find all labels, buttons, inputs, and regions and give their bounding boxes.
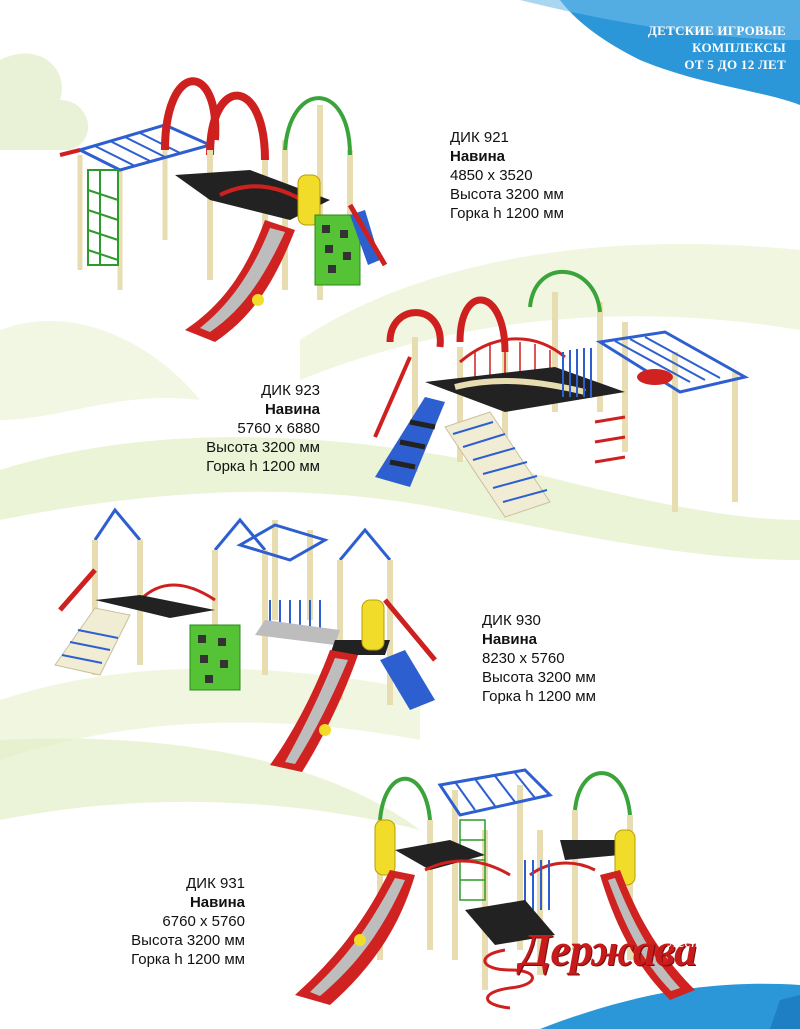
product-height: Высота 3200 мм	[206, 439, 320, 456]
product-height: Высота 3200 мм	[131, 932, 245, 949]
product-code: ДИК 921	[450, 129, 509, 146]
product-label-dik-923: ДИК 923 Навина 5760 х 6880 Высота 3200 м…	[195, 381, 320, 476]
playground-image-dik-931	[295, 768, 695, 1010]
product-name: Навина	[189, 894, 245, 911]
product-code: ДИК 930	[482, 612, 541, 629]
playground-image-dik-930	[54, 507, 437, 772]
playground-image-dik-921	[59, 77, 388, 342]
product-dimensions: 5760 х 6880	[237, 420, 320, 437]
product-dimensions: 6760 х 5760	[162, 913, 245, 930]
product-dimensions: 8230 х 5760	[482, 650, 565, 667]
product-name: Навина	[264, 401, 320, 418]
product-name: Навина	[482, 631, 538, 648]
product-name: Навина	[450, 148, 506, 165]
header-line-1: ДЕТСКИЕ ИГРОВЫЕ	[647, 23, 786, 38]
catalog-header: ДЕТСКИЕ ИГРОВЫЕ КОМПЛЕКСЫ ОТ 5 ДО 12 ЛЕТ	[648, 22, 786, 73]
product-slide-height: Горка h 1200 мм	[206, 458, 320, 475]
product-height: Высота 3200 мм	[450, 186, 564, 203]
product-code: ДИК 923	[261, 382, 320, 399]
product-label-dik-931: ДИК 931 Навина 6760 х 5760 Высота 3200 м…	[120, 874, 245, 969]
product-label-dik-930: ДИК 930 Навина 8230 х 5760 Высота 3200 м…	[482, 611, 596, 706]
brand-logo-text: Держава	[520, 924, 697, 975]
product-slide-height: Горка h 1200 мм	[131, 951, 245, 968]
product-code: ДИК 931	[186, 875, 245, 892]
product-height: Высота 3200 мм	[482, 669, 596, 686]
header-line-3: ОТ 5 ДО 12 ЛЕТ	[684, 57, 786, 72]
header-line-2: КОМПЛЕКСЫ	[692, 40, 786, 55]
brand-side-text: Лестн	[668, 935, 710, 951]
product-dimensions: 4850 х 3520	[450, 167, 533, 184]
product-slide-height: Горка h 1200 мм	[482, 688, 596, 705]
playground-image-dik-923	[373, 269, 750, 518]
product-slide-height: Горка h 1200 мм	[450, 205, 564, 222]
product-label-dik-921: ДИК 921 Навина 4850 х 3520 Высота 3200 м…	[450, 128, 564, 223]
brand-logo: Держава	[520, 915, 720, 985]
